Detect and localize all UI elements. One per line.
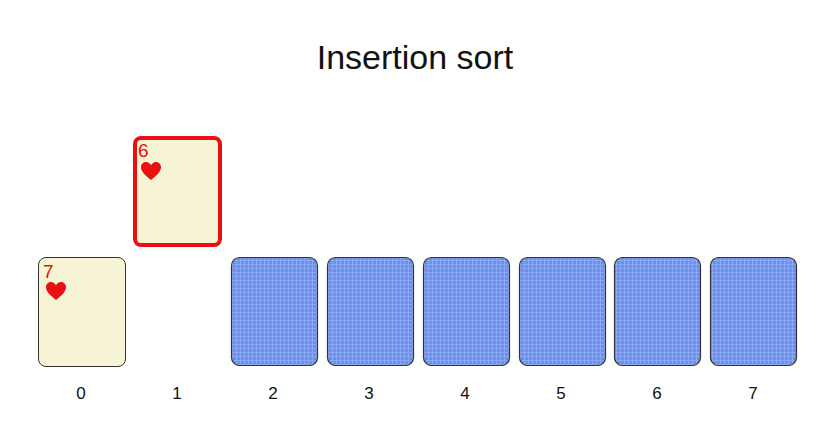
slot-index: 2 [253,384,293,404]
playing-card: 7 [38,257,126,367]
slot-index: 7 [733,384,773,404]
card-back [232,258,318,366]
card-rank: 6 [138,141,149,161]
diagram-title: Insertion sort [0,38,830,77]
slot-index: 3 [349,384,389,404]
card-back [711,258,797,366]
card-back [328,258,414,366]
slot-index: 4 [445,384,485,404]
card-back [424,258,510,366]
slot-index: 1 [157,384,197,404]
card-back [520,258,606,366]
slot-index: 0 [61,384,101,404]
slot-index: 6 [637,384,677,404]
selected-card: 6 [133,136,222,247]
card-back [615,258,701,366]
heart-suit [140,161,162,181]
card-rank: 7 [43,262,54,282]
slot-index: 5 [541,384,581,404]
heart-suit [45,281,67,301]
